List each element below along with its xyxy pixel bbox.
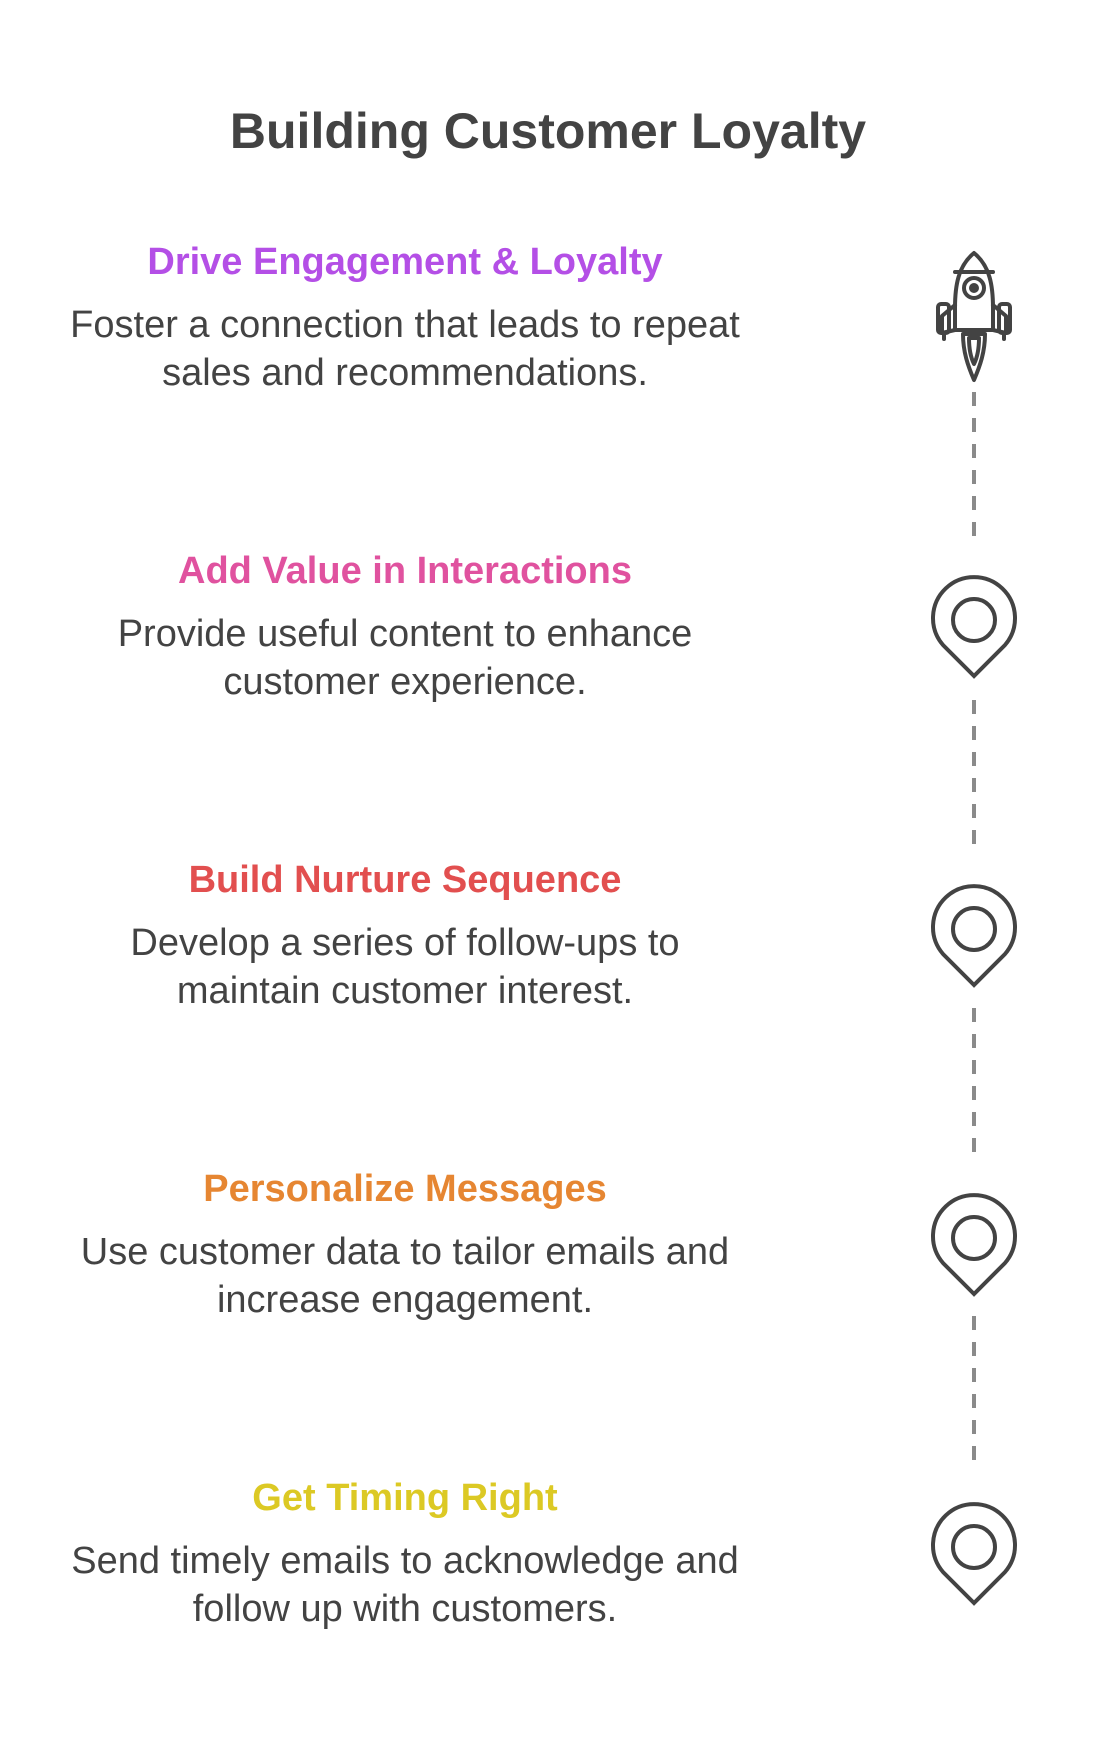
rocket-icon (936, 251, 1012, 382)
step-description-line: increase engagement. (216, 1279, 594, 1321)
location-pin-icon (931, 884, 1017, 988)
step-description-line: maintain customer interest. (176, 970, 634, 1012)
step-description-line: customer experience. (223, 661, 587, 703)
step-description-line: Foster a connection that leads to repeat (70, 304, 740, 346)
step-title: Build Nurture Sequence (188, 859, 622, 901)
step-build-nurture: Build Nurture Sequence Develop a series … (30, 855, 780, 1015)
step-description-line: sales and recommendations. (162, 352, 648, 394)
step-timing: Get Timing Right Send timely emails to a… (30, 1473, 780, 1633)
location-pin-icon (931, 1502, 1017, 1606)
step-title: Personalize Messages (203, 1168, 607, 1210)
step-description-line: Provide useful content to enhance (117, 613, 693, 655)
step-description: Develop a series of follow-ups to mainta… (30, 919, 780, 1015)
step-description: Use customer data to tailor emails and i… (30, 1228, 780, 1324)
step-title: Drive Engagement & Loyalty (147, 241, 663, 283)
location-pin-icon (931, 1193, 1017, 1297)
step-description-line: Use customer data to tailor emails and (80, 1231, 730, 1273)
step-description: Foster a connection that leads to repeat… (30, 301, 780, 397)
step-add-value: Add Value in Interactions Provide useful… (30, 546, 780, 706)
step-drive-engagement: Drive Engagement & Loyalty Foster a conn… (30, 237, 780, 397)
step-description-line: follow up with customers. (192, 1588, 618, 1630)
step-title: Get Timing Right (252, 1477, 558, 1519)
step-description: Provide useful content to enhance custom… (30, 610, 780, 706)
step-title: Add Value in Interactions (178, 550, 632, 592)
location-pin-icon (931, 575, 1017, 679)
step-description-line: Develop a series of follow-ups to (130, 922, 680, 964)
step-description: Send timely emails to acknowledge and fo… (30, 1537, 780, 1633)
diagram-title: Building Customer Loyalty (229, 103, 867, 159)
step-personalize: Personalize Messages Use customer data t… (30, 1164, 780, 1324)
step-description-line: Send timely emails to acknowledge and (71, 1540, 739, 1582)
